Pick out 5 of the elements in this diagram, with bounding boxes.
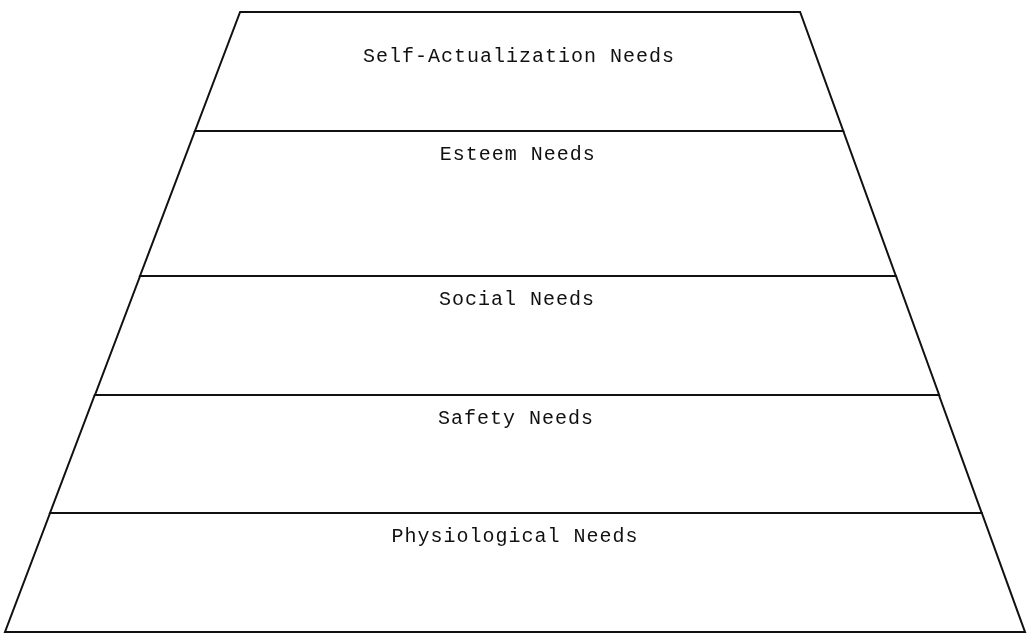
level-label: Safety Needs (437, 407, 594, 431)
level-label: Self-Actualization Needs (363, 45, 676, 69)
level-label: Physiological Needs (391, 525, 639, 549)
level-label: Social Needs (438, 288, 595, 312)
level-label: Esteem Needs (439, 143, 596, 167)
